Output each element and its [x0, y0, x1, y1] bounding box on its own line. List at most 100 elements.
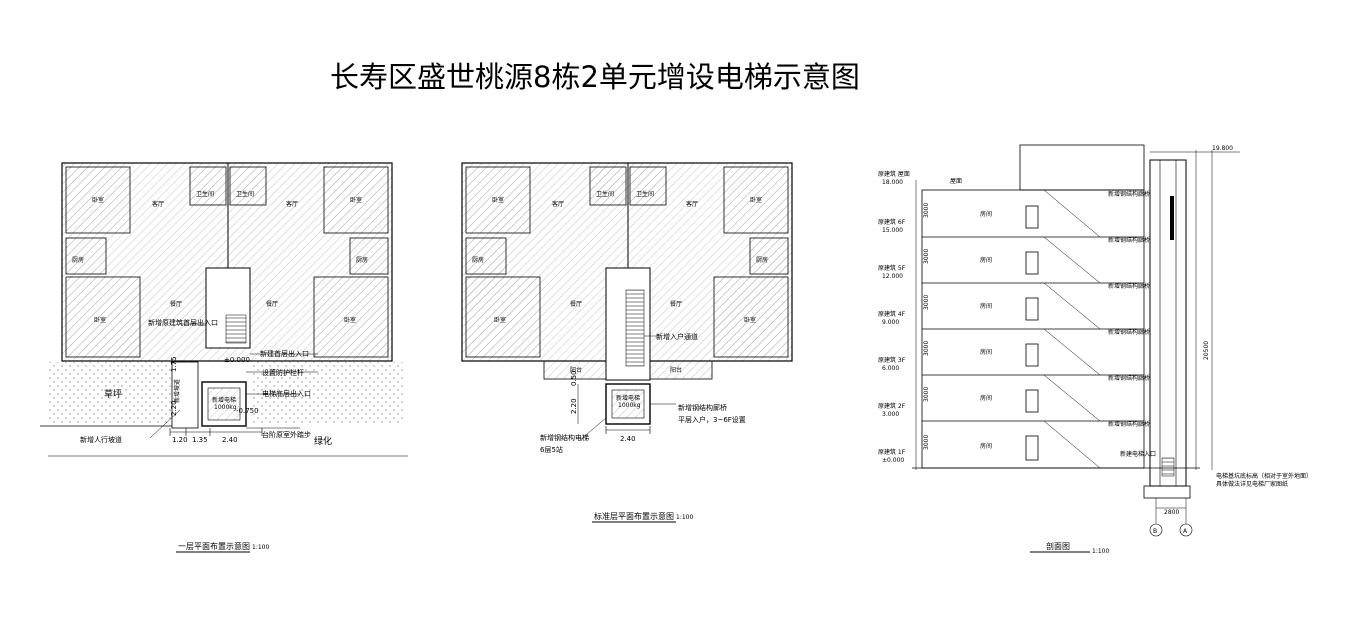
room-label: 卧室 [350, 196, 362, 204]
floor-height: 3000 [923, 203, 930, 218]
plan1-scale: 1:100 [252, 544, 269, 551]
room [349, 237, 389, 275]
room-label: 餐厅 [170, 300, 182, 308]
dimension: 1.35 [192, 436, 208, 444]
shaft-label: 新增电梯 [212, 396, 236, 404]
annotation: 新增入户通道 [656, 332, 698, 341]
landing-note: 新增钢结构廊桥 [1108, 420, 1150, 428]
room-label: 卧室 [92, 196, 104, 204]
shaft-label: 新增电梯 [616, 394, 640, 402]
floor-elev: 18.000 [882, 179, 903, 186]
room-label: 房间 [980, 302, 992, 310]
floor-elev: 15.000 [882, 227, 903, 234]
plan2-caption: 标准层平面布置示意图 [594, 511, 674, 521]
shaft-capacity: 1000kg [618, 402, 641, 409]
dimension: 2.20 [170, 400, 178, 416]
floor-height: 3000 [923, 249, 930, 264]
dimension: 2.20 [570, 398, 578, 414]
floor-tag: 原建筑 5F [878, 264, 906, 272]
annotation: 6层5站 [540, 445, 563, 454]
room [749, 237, 789, 275]
room [723, 166, 789, 234]
floor-height: 3000 [923, 295, 930, 310]
lawn-label: 草坪 [104, 388, 122, 400]
dimension: 2.40 [222, 436, 238, 444]
lawn-area [48, 362, 172, 424]
room [713, 276, 789, 358]
floor-tag: 原建筑 1F [878, 448, 906, 456]
room-label: 客厅 [152, 200, 164, 208]
landing-note: 新增钢结构廊桥 [1108, 236, 1150, 244]
room-label: 客厅 [686, 200, 698, 208]
floor-tag: 原建筑 屋面 [878, 170, 910, 178]
floor-elev: ±0.000 [882, 457, 904, 464]
room-label: 房间 [980, 442, 992, 450]
floor-tag: 原建筑 6F [878, 218, 906, 226]
drawing-title: 长寿区盛世桃源8栋2单元增设电梯示意图 [330, 60, 860, 94]
elevator-tower [1149, 159, 1187, 487]
floor-tag: 原建筑 2F [878, 402, 906, 410]
floor-elev: 12.000 [882, 273, 903, 280]
floor-elev: 3.000 [882, 411, 899, 418]
plan2-scale: 1:100 [676, 514, 693, 521]
room-label: 厨房 [472, 256, 484, 264]
room [229, 166, 267, 206]
room [589, 166, 627, 206]
bottom-note: 新建电梯入口 [1120, 450, 1156, 458]
room-label: 餐厅 [570, 300, 582, 308]
room-label: 卫生间 [196, 190, 214, 198]
room-label: 餐厅 [266, 300, 278, 308]
landing-note: 新增钢结构廊桥 [1108, 374, 1150, 382]
room [465, 166, 531, 234]
room-label: 卧室 [494, 316, 506, 324]
room-label: 卧室 [744, 316, 756, 324]
room-label: 卫生间 [596, 190, 614, 198]
room [323, 166, 389, 234]
landing-note: 新增钢结构廊桥 [1108, 190, 1150, 198]
axis-a: A [1183, 528, 1188, 535]
balcony-label: 阳台 [670, 366, 682, 374]
room-label: 客厅 [286, 200, 298, 208]
room-label: 房间 [980, 348, 992, 356]
road-note: 新增人行坡道 [80, 435, 122, 444]
floor-height: 3000 [923, 387, 930, 402]
room-label: 餐厅 [670, 300, 682, 308]
section-view: 屋面 原建筑 屋面 18.000 原建筑 6F 15.000 原建筑 5F 12… [878, 144, 1312, 555]
room [465, 237, 507, 275]
ramp-label: 新增坡道 [173, 379, 181, 403]
roof-label: 屋面 [950, 178, 962, 185]
plan1-caption: 一层平面布置示意图 [178, 541, 250, 551]
room [465, 276, 541, 358]
landing-note: 新增钢结构廊桥 [1108, 282, 1150, 290]
plan-typical-floor: 卧室 卧室 客厅 客厅 卫生间 卫生间 厨房 厨房 卧室 卧室 餐厅 餐厅 阳台… [461, 162, 793, 523]
total-height: 20500 [1203, 341, 1210, 360]
landing-note: 新增钢结构廊桥 [1108, 328, 1150, 336]
annotation: 平层入户，3~6F设置 [678, 415, 746, 424]
right-note: 电梯基坑底标高（相对于室外地面） [1216, 472, 1312, 480]
dimension: 1.20 [172, 436, 188, 444]
room-label: 卧室 [94, 316, 106, 324]
annotation: 电梯底层出入口 [262, 389, 311, 398]
annotation: 新增钢结构廊桥 [678, 403, 727, 412]
room-label: 房间 [980, 256, 992, 264]
floor-tag: 原建筑 3F [878, 356, 906, 364]
room [65, 276, 141, 358]
room-label: 卫生间 [636, 190, 654, 198]
garden-label: 绿化 [314, 435, 332, 447]
annotation: 新增钢结构电梯 [540, 433, 589, 442]
top-elev: 19.800 [1212, 145, 1233, 152]
dimension: 0.50 [570, 370, 578, 386]
room [65, 166, 131, 234]
room [313, 276, 389, 358]
floor-elev: 9.000 [882, 319, 899, 326]
ramp [171, 361, 199, 429]
room-label: 卧室 [344, 316, 356, 324]
room-label: 卫生间 [236, 190, 254, 198]
room-label: 卧室 [750, 196, 762, 204]
annotation: ±0.000 [224, 356, 250, 364]
room-label: 卧室 [492, 196, 504, 204]
room-label: 房间 [980, 394, 992, 402]
annotation: -0.750 [236, 407, 259, 415]
room [189, 166, 227, 206]
room [629, 166, 667, 206]
